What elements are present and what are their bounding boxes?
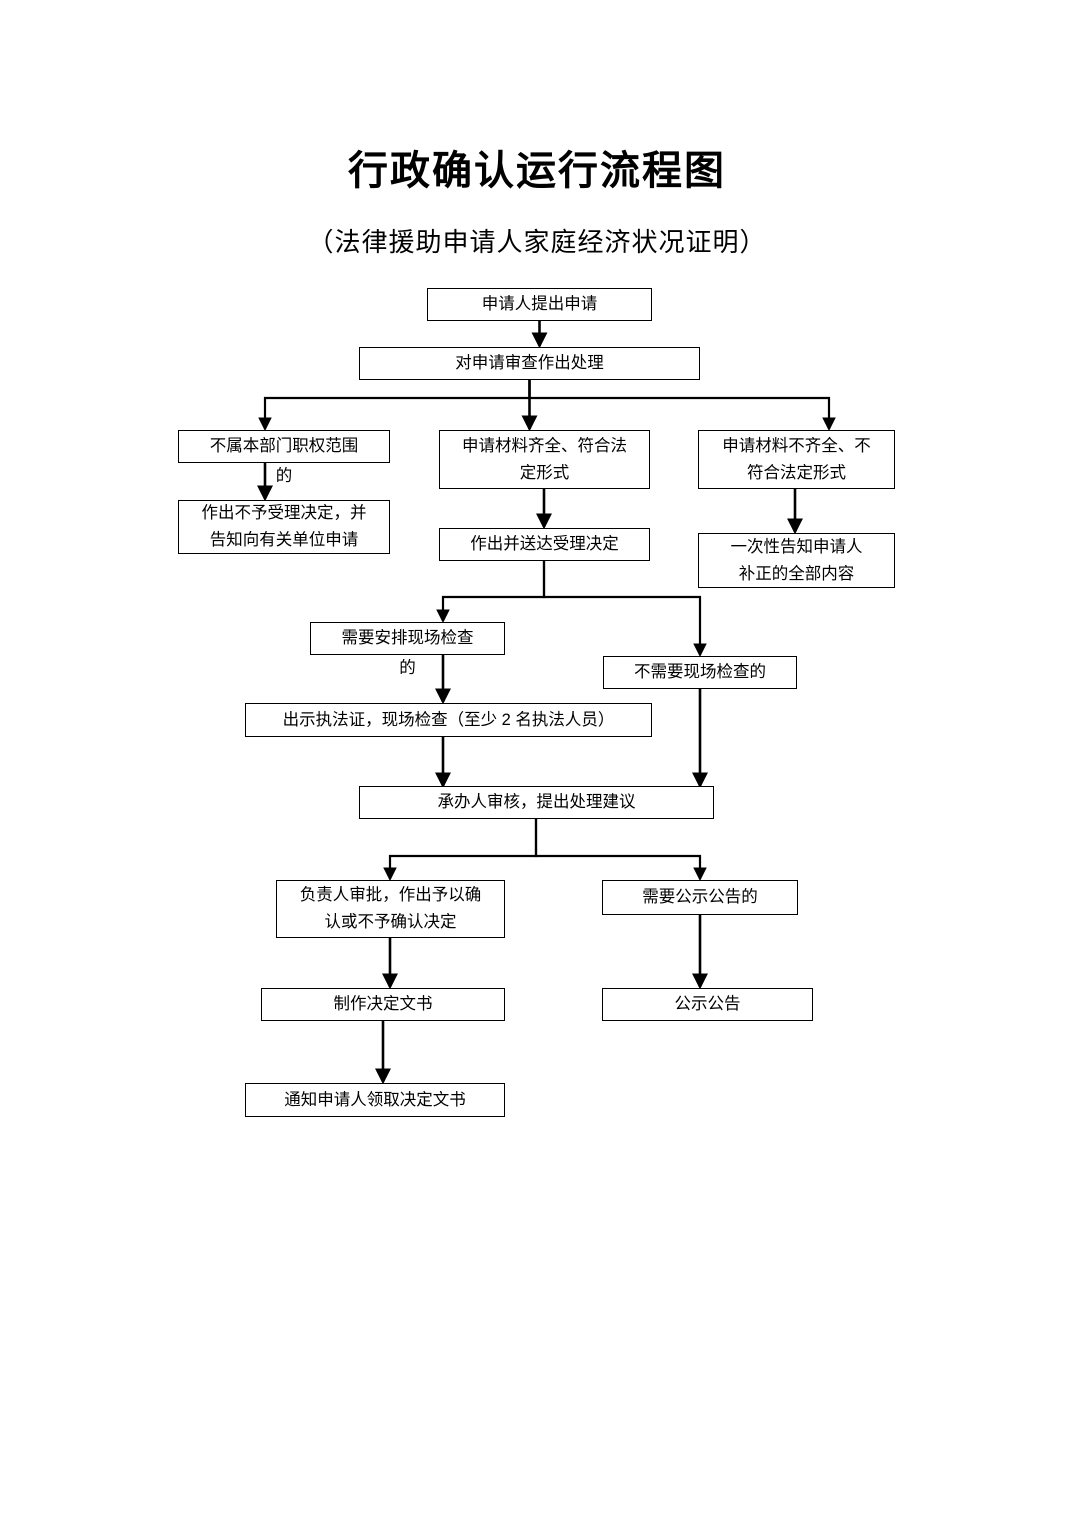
page-subtitle: （法律援助申请人家庭经济状况证明） (307, 228, 767, 257)
node-label: 公示公告 (674, 995, 741, 1013)
node-show-credentials-inspect[interactable]: 出示执法证，现场检查（至少 2 名执法人员） (245, 703, 652, 737)
node-notify-corrections[interactable]: 一次性告知申请人 补正的全部内容 (698, 533, 895, 588)
node-notify-applicant-collect[interactable]: 通知申请人领取决定文书 (245, 1083, 505, 1117)
node-label: 作出并送达受理决定 (470, 535, 619, 553)
node-publish-announcement[interactable]: 公示公告 (602, 988, 813, 1021)
edge-n2-n5 (528, 380, 836, 432)
node-onsite-inspection-required[interactable]: 需要安排现场检查 (310, 622, 505, 655)
node-label: 通知申请人领取决定文书 (284, 1090, 466, 1109)
edge-n2-n3 (258, 380, 531, 432)
edge-n7-n9 (436, 560, 546, 624)
node-materials-incomplete[interactable]: 申请材料不齐全、不 符合法定形式 (698, 430, 895, 489)
node-out-of-scope-overflow-char: 的 (178, 463, 390, 490)
node-label: 不需要现场检查的 (634, 663, 766, 681)
node-label: 出示执法证，现场检查（至少 2 名执法人员） (282, 710, 615, 729)
node-reject-and-refer[interactable]: 作出不予受理决定，并 告知向有关单位申请 (178, 500, 390, 554)
node-label: 负责人审批，作出予以确 认或不予确认决定 (299, 886, 482, 931)
node-issue-acceptance-decision[interactable]: 作出并送达受理决定 (439, 528, 650, 561)
node-handler-review[interactable]: 承办人审核，提出处理建议 (359, 786, 714, 819)
edge-n12-n14 (534, 819, 707, 882)
node-label: 一次性告知申请人 补正的全部内容 (730, 537, 863, 583)
node-leader-approval[interactable]: 负责人审批，作出予以确 认或不予确认决定 (276, 880, 505, 938)
node-no-onsite-inspection[interactable]: 不需要现场检查的 (603, 656, 797, 689)
page-title: 行政确认运行流程图 (348, 148, 726, 193)
node-out-of-scope[interactable]: 不属本部门职权范围 (178, 430, 390, 463)
node-label: 需要安排现场检查 (341, 629, 474, 647)
node-review-application[interactable]: 对申请审查作出处理 (359, 347, 700, 380)
node-label: 申请人提出申请 (481, 295, 598, 313)
node-applicant-submits[interactable]: 申请人提出申请 (427, 288, 652, 321)
node-label: 申请材料不齐全、不 符合法定形式 (722, 436, 871, 482)
node-label: 对申请审查作出处理 (455, 354, 604, 372)
node-label: 需要公示公告的 (642, 888, 758, 906)
node-materials-complete[interactable]: 申请材料齐全、符合法 定形式 (439, 430, 650, 489)
overflow-label: 的 (275, 467, 293, 485)
node-label: 承办人审核，提出处理建议 (437, 793, 636, 811)
node-publicity-required[interactable]: 需要公示公告的 (602, 880, 798, 915)
node-label: 作出不予受理决定，并 告知向有关单位申请 (201, 504, 367, 549)
edge-n12-n13 (383, 819, 538, 882)
node-label: 申请材料齐全、符合法 定形式 (462, 436, 627, 482)
edge-n7-n10 (542, 560, 707, 658)
node-produce-decision-document[interactable]: 制作决定文书 (261, 988, 505, 1021)
node-onsite-inspection-required-overflow-char: 的 (310, 655, 505, 682)
node-label: 不属本部门职权范围 (209, 437, 359, 455)
overflow-label: 的 (399, 659, 416, 677)
node-label: 制作决定文书 (333, 995, 433, 1013)
